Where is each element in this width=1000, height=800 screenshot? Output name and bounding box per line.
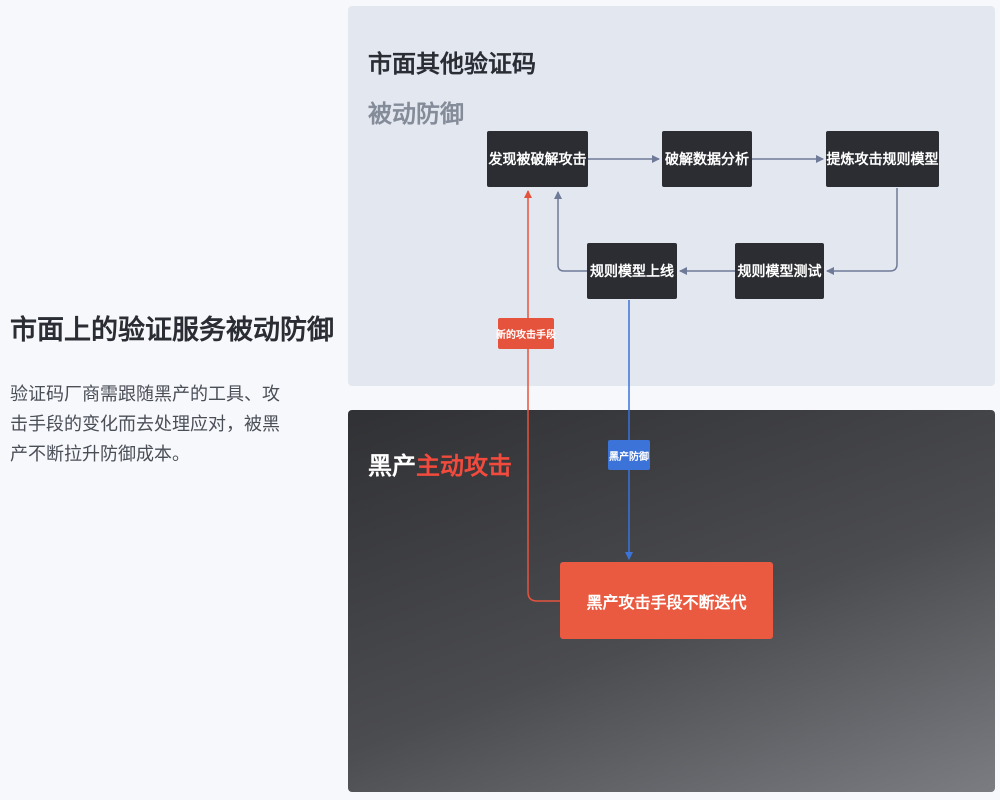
page-description: 验证码厂商需跟随黑产的工具、攻击手段的变化而去处理应对，被黑产不断拉升防御成本。 — [10, 384, 280, 465]
active-panel-title-prefix: 黑产 — [368, 452, 416, 480]
active-panel-title-accent: 主动攻击 — [416, 452, 512, 480]
page-title: 市面上的验证服务被动防御 — [10, 315, 334, 346]
passive-panel-title: 市面其他验证码 — [368, 50, 536, 78]
node-rule-model-deploy: 规则模型上线 — [587, 243, 677, 299]
label-new-attack: 新的攻击手段 — [496, 318, 556, 349]
arrow-deploy-to-discover — [554, 191, 587, 272]
node-discover-attack: 发现被破解攻击 — [487, 131, 588, 187]
arrow-iterate-to-discover — [524, 190, 560, 602]
node-attack-iteration: 黑产攻击手段不断迭代 — [560, 562, 773, 639]
active-panel-title: 黑产主动攻击 — [368, 446, 512, 481]
arrow-extract-to-test — [826, 188, 898, 275]
node-extract-rule-model: 提炼攻击规则模型 — [826, 131, 939, 187]
passive-panel-subtitle: 被动防御 — [368, 100, 464, 128]
label-defense: 黑产防御 — [608, 440, 650, 470]
node-rule-model-test: 规则模型测试 — [735, 243, 824, 299]
node-crack-analysis: 破解数据分析 — [662, 131, 752, 187]
passive-defense-panel — [348, 6, 995, 386]
